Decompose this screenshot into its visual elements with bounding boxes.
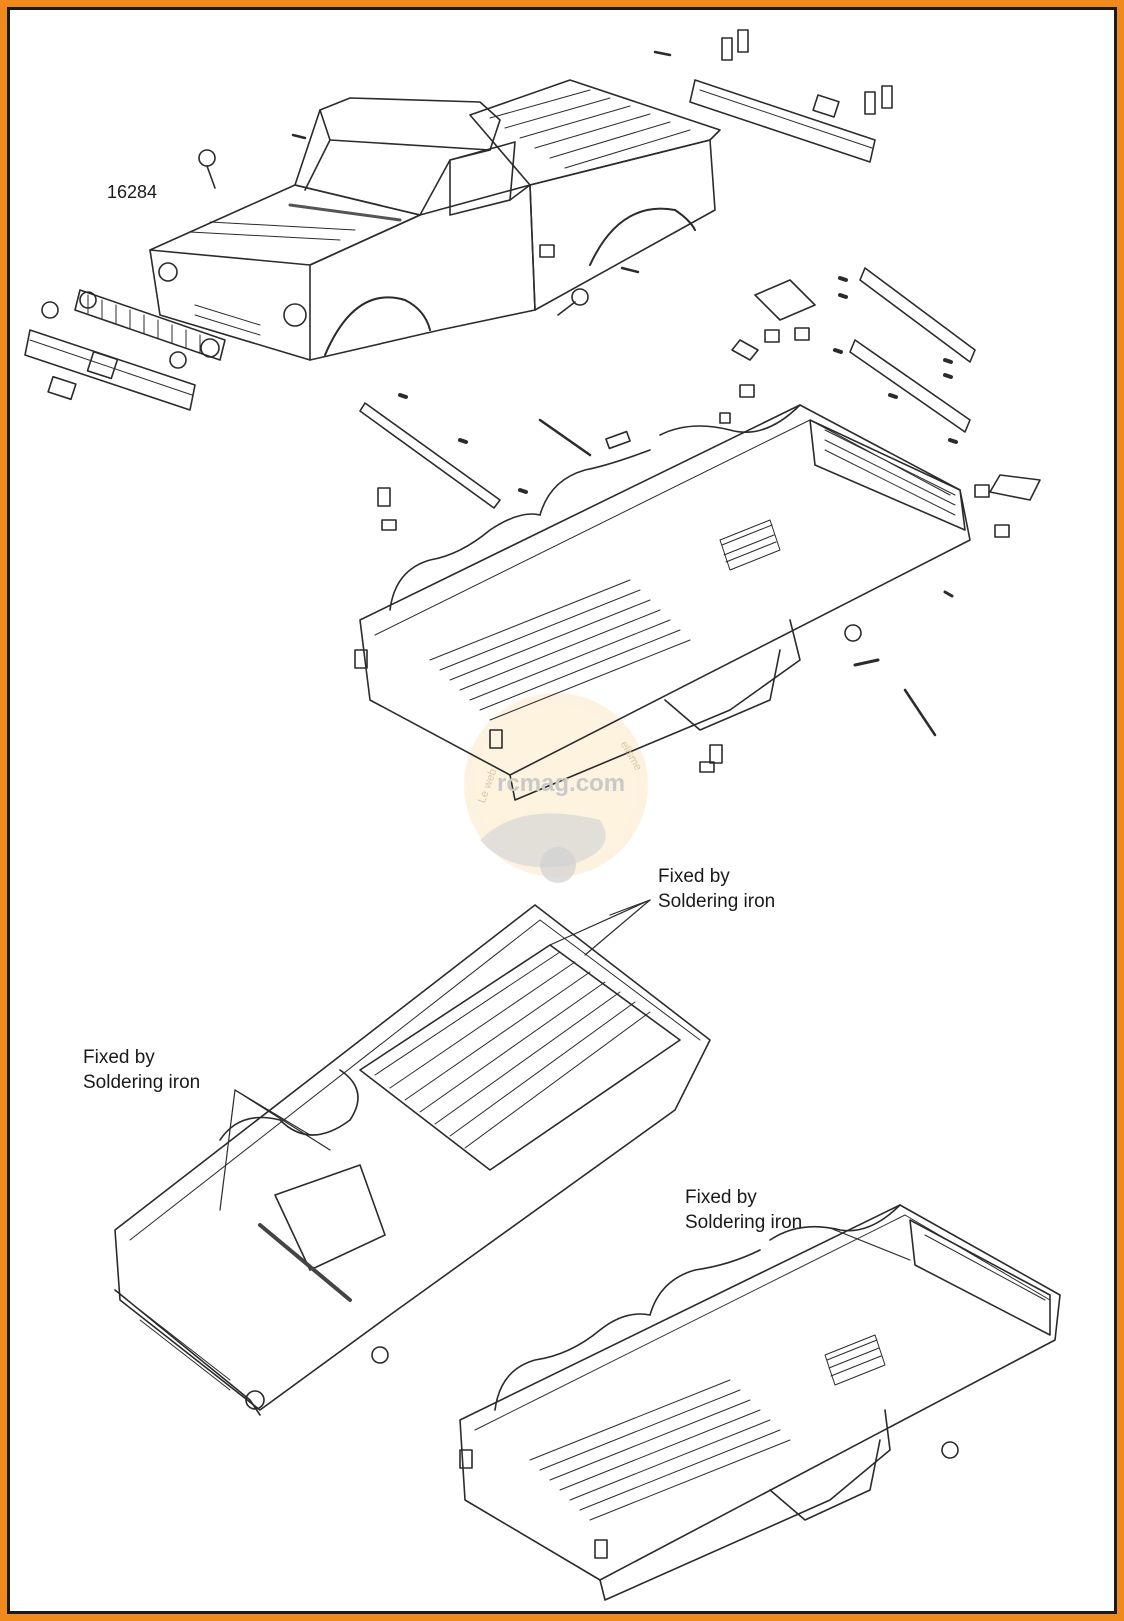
wiper-part bbox=[903, 688, 937, 737]
callout-3: Fixed by Soldering iron bbox=[685, 1185, 802, 1235]
callout-leader-lines bbox=[219, 899, 911, 1261]
callout-3-line2: Soldering iron bbox=[685, 1212, 803, 1233]
side-mirror-parts bbox=[198, 149, 589, 316]
callout-3-line1: Fixed by bbox=[685, 1187, 757, 1208]
callout-1: Fixed by Soldering iron bbox=[658, 864, 775, 914]
watermark-site-text: rcmag.com bbox=[497, 770, 626, 797]
exploded-view-drawing bbox=[24, 29, 1061, 1601]
callout-2-line2: Soldering iron bbox=[83, 1072, 201, 1093]
callout-1-line2: Soldering iron bbox=[658, 891, 776, 912]
callout-2-line1: Fixed by bbox=[83, 1047, 155, 1068]
part-number-label: 16284 bbox=[107, 182, 158, 202]
mirror-part-lower bbox=[844, 624, 862, 642]
tail-light-parts bbox=[721, 29, 893, 115]
pin-parts bbox=[853, 590, 954, 667]
body-mount-links bbox=[359, 267, 976, 509]
headlight-lens-left bbox=[41, 301, 59, 319]
callout-1-line1: Fixed by bbox=[658, 866, 730, 887]
interior-tub-lower-right bbox=[459, 1204, 1061, 1601]
antenna-part bbox=[538, 418, 592, 457]
clip-parts bbox=[291, 50, 672, 274]
callout-2: Fixed by Soldering iron bbox=[83, 1045, 200, 1095]
grille-part bbox=[74, 289, 226, 361]
interior-tub-lower-left bbox=[114, 904, 711, 1416]
watermark-logo bbox=[464, 693, 648, 883]
headlight-lens-right bbox=[169, 351, 187, 369]
front-bumper-part bbox=[24, 329, 196, 411]
drawing-area: rcmag.com Le web elisme 16284 Fixed by S… bbox=[7, 7, 1117, 1614]
rear-bumper-part bbox=[689, 79, 876, 163]
interior-tub-middle bbox=[354, 404, 971, 801]
small-bracket-parts bbox=[377, 279, 1041, 773]
pickup-body-16284 bbox=[149, 79, 721, 361]
